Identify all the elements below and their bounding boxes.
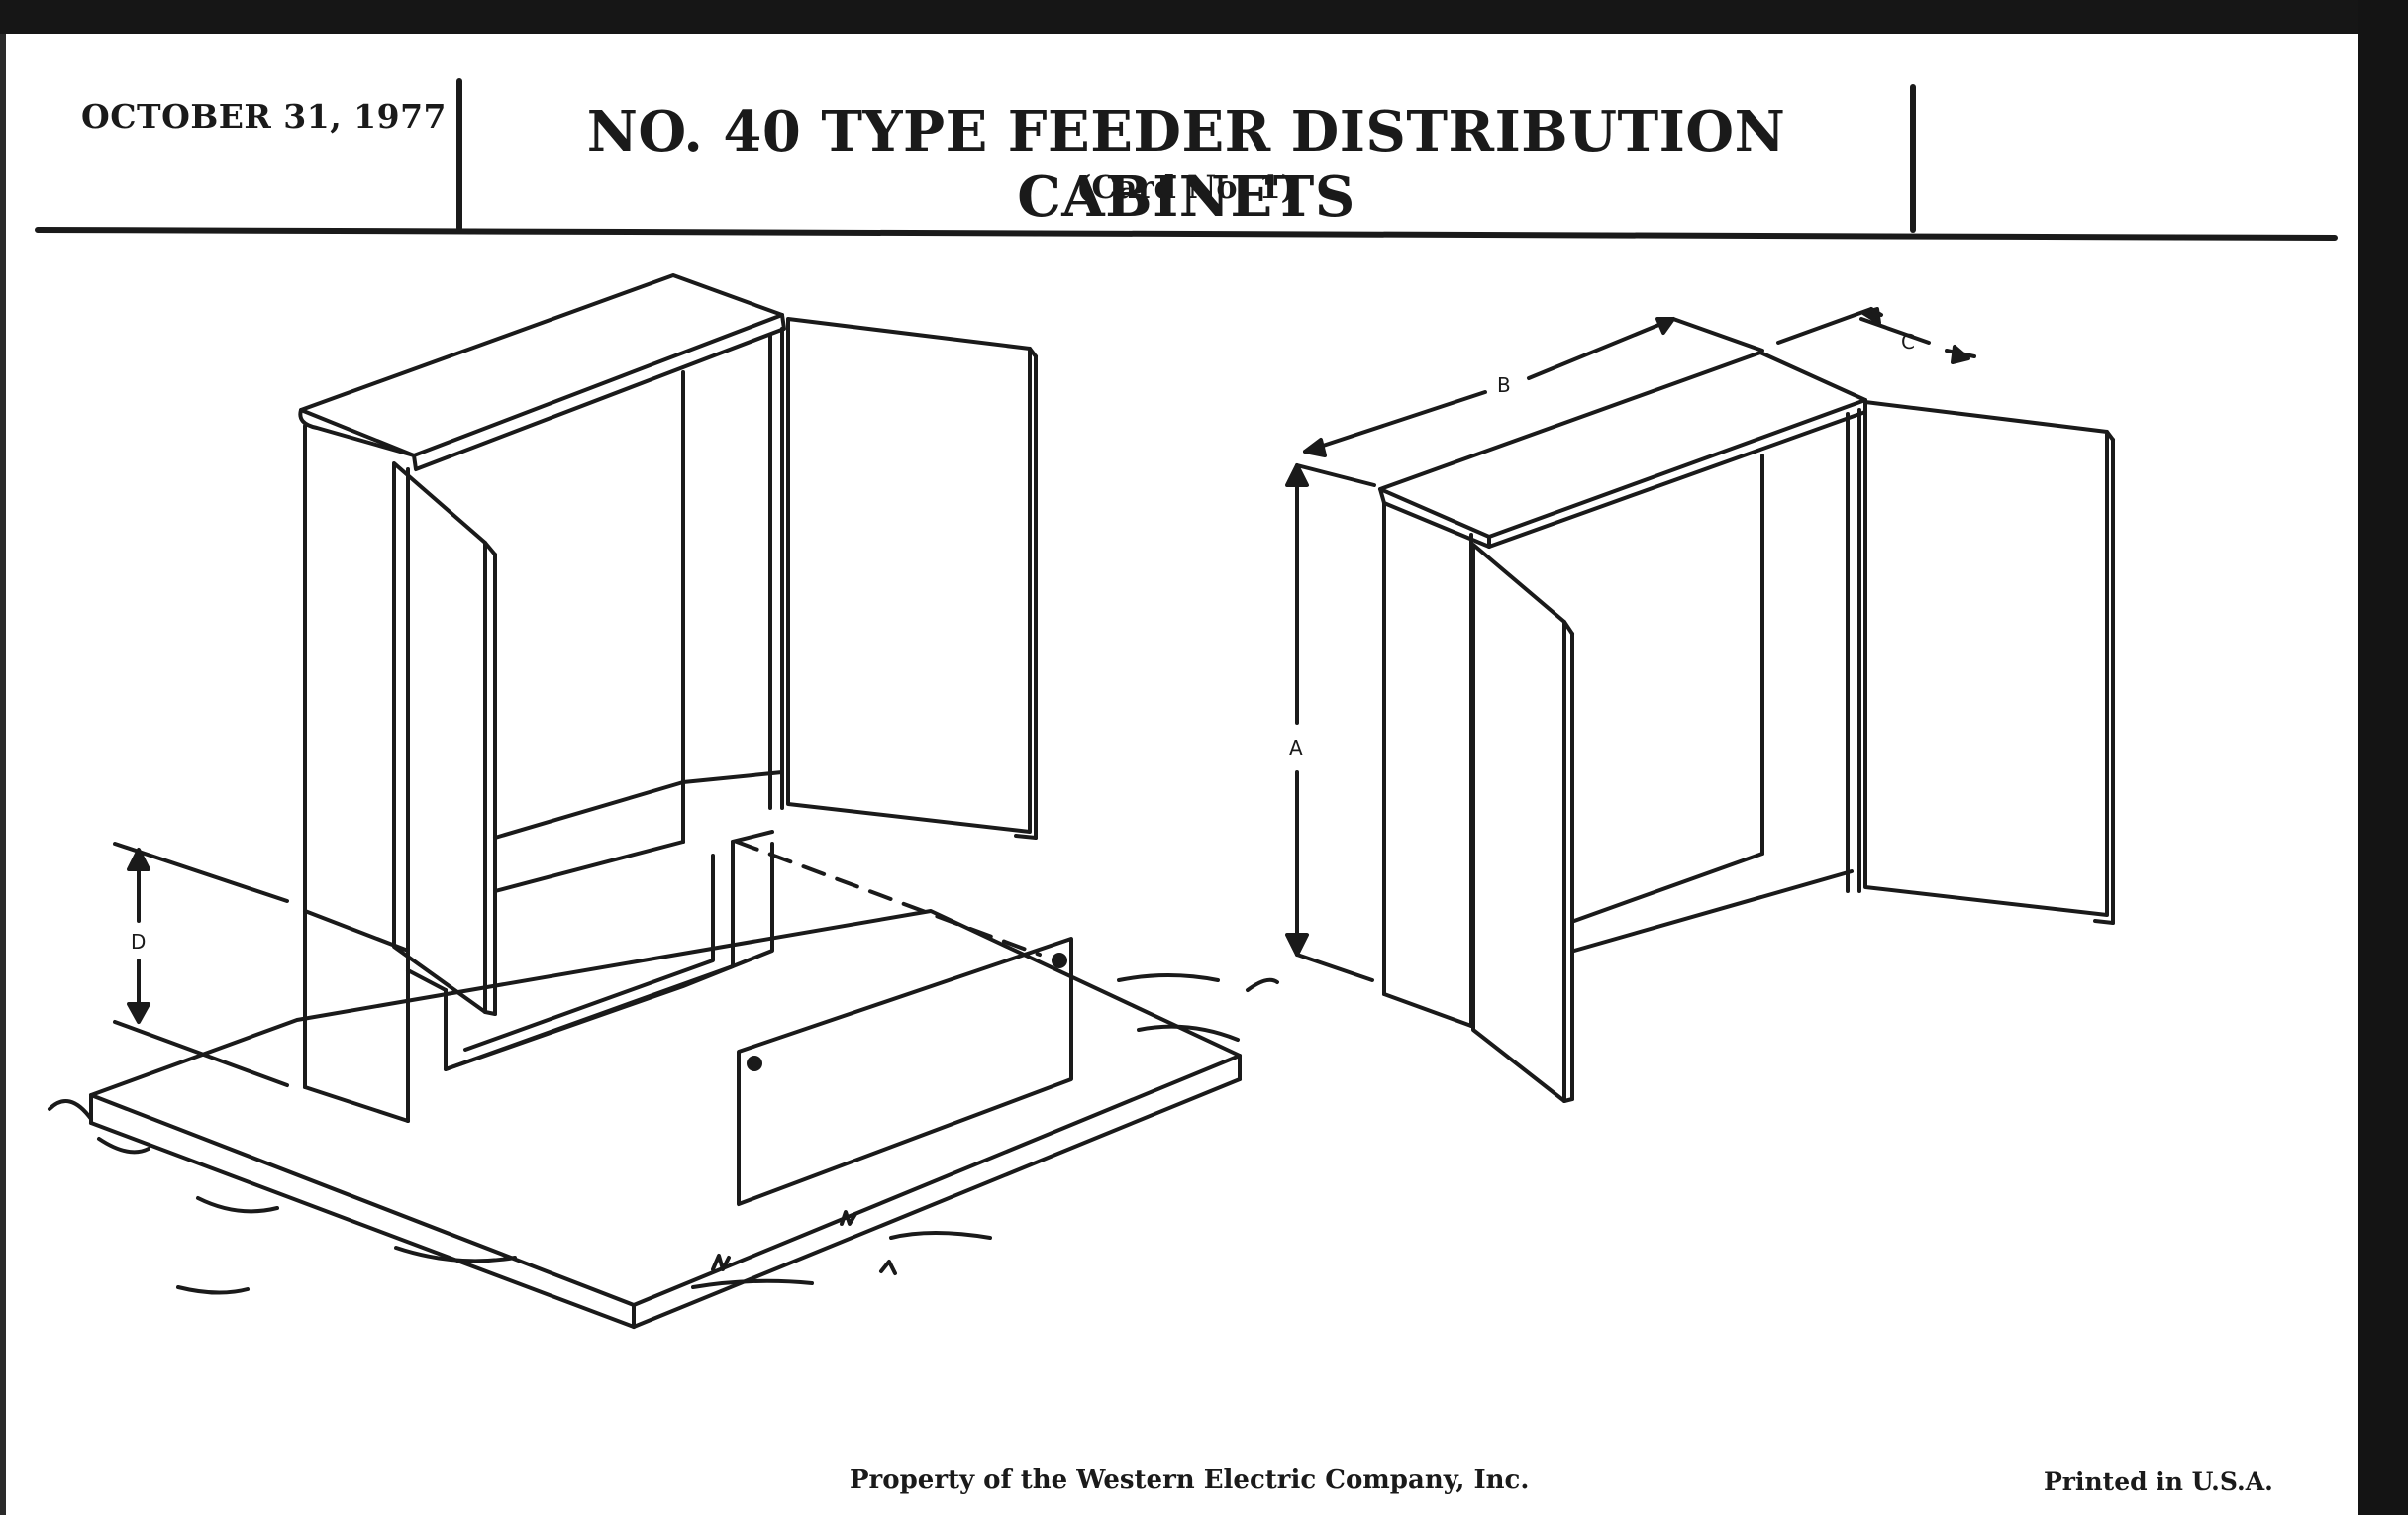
dimension-label-c: C bbox=[1901, 330, 1915, 354]
cabinet-on-base-illustration bbox=[48, 273, 1279, 1329]
scan-border-top bbox=[0, 0, 2408, 34]
card-date: OCTOBER 31, 1977 bbox=[81, 97, 448, 136]
scan-border-right bbox=[2358, 0, 2408, 1515]
dimension-label-b: B bbox=[1497, 373, 1511, 397]
dimension-label-a: A bbox=[1289, 736, 1303, 759]
property-notice: Property of the Western Electric Company… bbox=[850, 1465, 1530, 1495]
card-title: NO. 40 TYPE FEEDER DISTRIBUTION CABINETS bbox=[586, 99, 1786, 230]
card-subtitle: (Card No. 1) bbox=[1076, 168, 1296, 206]
header-rules bbox=[35, 78, 2338, 241]
printed-notice: Printed in U.S.A. bbox=[2044, 1467, 2273, 1496]
cabinet-dimensions-illustration bbox=[1285, 307, 2115, 1103]
dimension-label-d: D bbox=[131, 930, 146, 954]
